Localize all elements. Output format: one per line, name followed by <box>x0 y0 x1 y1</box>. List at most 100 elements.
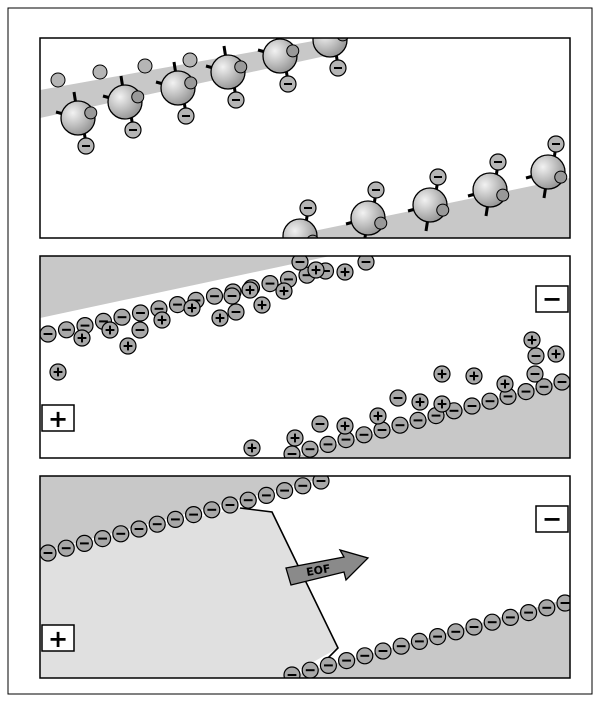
negative-electrode-box <box>535 285 569 313</box>
positive-ion <box>411 393 429 411</box>
negative-ion <box>294 477 312 495</box>
surface-molecule <box>205 45 248 109</box>
negative-ion <box>40 325 57 343</box>
negative-ion <box>553 373 570 391</box>
outer-frame <box>7 7 593 695</box>
atom <box>137 58 153 74</box>
negative-ion <box>168 296 187 314</box>
negative-ion <box>312 476 330 490</box>
negative-ion <box>527 347 545 365</box>
negative-ion <box>205 287 224 305</box>
panel-middle: + − <box>39 255 571 459</box>
negative-ion <box>357 256 375 271</box>
negative-ion <box>112 525 130 543</box>
positive-ion <box>73 329 91 347</box>
upper-double-layer <box>40 256 330 318</box>
negative-ion <box>227 303 245 321</box>
surface-molecule <box>102 75 145 139</box>
atom <box>92 64 108 80</box>
negative-ion <box>283 666 301 678</box>
positive-ion <box>119 337 137 355</box>
panel-top <box>39 37 571 239</box>
surface-molecule <box>155 61 198 125</box>
positive-ion <box>336 263 354 281</box>
negative-ion <box>465 618 483 636</box>
positive-ion <box>336 417 354 435</box>
negative-ion <box>283 445 301 458</box>
negative-ion <box>356 647 374 665</box>
positive-ion <box>101 321 119 339</box>
negative-ion <box>301 440 319 458</box>
wall-ions <box>40 476 570 678</box>
negative-electrode-box <box>535 505 569 533</box>
panel-bottom-frame <box>39 475 571 679</box>
eof-label: EOF <box>305 562 331 579</box>
negative-ion <box>131 321 149 339</box>
positive-ion <box>153 311 171 329</box>
positive-ion <box>433 395 451 413</box>
surface-molecule <box>345 181 388 238</box>
surface-molecule <box>312 38 349 77</box>
positive-ion <box>547 345 565 363</box>
positive-ion <box>286 429 304 447</box>
negative-ion <box>338 651 356 670</box>
negative-electrode-label: − <box>542 505 562 533</box>
positive-ion <box>433 365 451 383</box>
positive-ion <box>496 375 514 393</box>
negative-ion <box>429 627 447 646</box>
negative-ion <box>131 304 150 322</box>
negative-ion <box>57 539 75 557</box>
panel-middle-frame <box>39 255 571 459</box>
positive-electrode-label: + <box>48 625 68 653</box>
negative-ion <box>519 603 538 622</box>
positive-ion <box>243 439 261 457</box>
negative-ion <box>319 656 337 675</box>
negative-ion <box>483 613 501 631</box>
atom <box>182 52 198 68</box>
negative-ion <box>392 637 410 655</box>
surface-molecules <box>50 38 568 238</box>
negative-ion <box>373 421 391 439</box>
surface-molecule <box>55 91 98 155</box>
flow-region <box>40 508 338 678</box>
negative-ion <box>463 397 481 415</box>
surface-molecule <box>467 153 510 217</box>
positive-ion <box>253 296 271 314</box>
negative-ion <box>301 661 319 678</box>
positive-electrode-box <box>41 404 75 432</box>
negative-ion <box>203 501 221 519</box>
negative-ion <box>166 510 184 529</box>
positive-ion <box>49 363 67 381</box>
atom <box>50 72 66 88</box>
negative-ion <box>391 416 409 434</box>
negative-ion <box>389 389 407 407</box>
negative-ion <box>535 378 553 396</box>
positive-electrode-box <box>41 624 75 652</box>
negative-ion <box>40 544 57 562</box>
negative-ion <box>130 520 148 538</box>
negative-ion <box>526 365 544 383</box>
surface-molecule <box>257 38 300 93</box>
positive-electrode-label: + <box>48 405 68 433</box>
negative-ion <box>239 491 257 509</box>
positive-ion <box>523 331 541 349</box>
negative-ion <box>75 534 94 553</box>
negative-ion <box>517 383 535 401</box>
positive-ion <box>369 407 387 425</box>
panel-bottom: EOF + − <box>39 475 571 679</box>
negative-ion <box>447 623 465 641</box>
negative-electrode-label: − <box>542 285 562 313</box>
positive-ion <box>465 367 483 385</box>
ion-particles <box>40 256 570 458</box>
negative-ion <box>501 608 519 627</box>
negative-ion <box>113 308 131 326</box>
negative-ion <box>148 515 166 533</box>
negative-ion <box>538 599 556 617</box>
panel-top-frame <box>39 37 571 239</box>
negative-ion <box>481 392 499 410</box>
negative-ion <box>257 486 275 504</box>
negative-ion <box>409 411 427 429</box>
negative-ion <box>221 496 239 514</box>
negative-ion <box>93 529 112 548</box>
surface-molecule <box>525 135 568 199</box>
